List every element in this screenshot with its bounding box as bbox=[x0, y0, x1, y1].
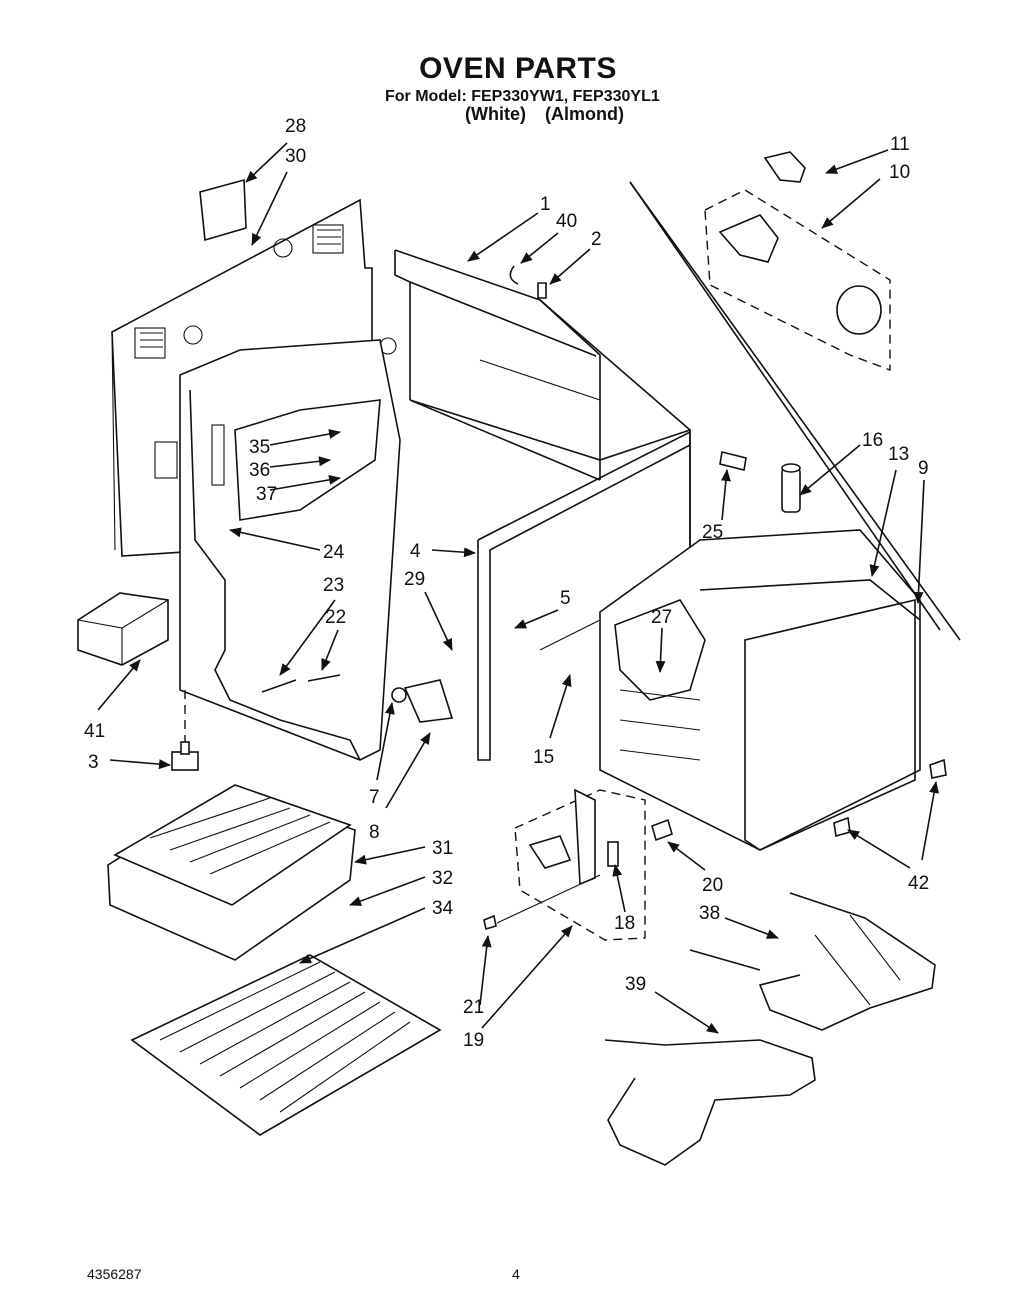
clip-42b bbox=[833, 816, 851, 838]
clip-42a bbox=[929, 758, 947, 779]
callout-36: 36 bbox=[249, 460, 270, 481]
callout-15: 15 bbox=[533, 747, 554, 768]
hinge-20 bbox=[651, 818, 673, 842]
callout-25: 25 bbox=[702, 522, 723, 543]
callout-29: 29 bbox=[404, 569, 425, 590]
callout-31: 31 bbox=[432, 838, 453, 859]
model-line: For Model: FEP330YW1, FEP330YL1 bbox=[385, 88, 660, 105]
callout-labels: 28 30 1 40 2 11 10 35 36 37 24 16 13 9 2… bbox=[84, 116, 929, 1051]
variant-almond: (Almond) bbox=[545, 104, 624, 124]
callout-9: 9 bbox=[918, 458, 929, 479]
callout-22: 22 bbox=[325, 607, 346, 628]
callout-21: 21 bbox=[463, 997, 484, 1018]
gasket-28 bbox=[199, 178, 247, 242]
callout-7: 7 bbox=[369, 787, 380, 808]
color-variants: (White) (Almond) bbox=[465, 104, 638, 125]
callout-10: 10 bbox=[889, 162, 910, 183]
callout-34: 34 bbox=[432, 898, 454, 919]
callout-24: 24 bbox=[323, 542, 345, 563]
callout-23: 23 bbox=[323, 575, 344, 596]
callout-1: 1 bbox=[540, 194, 551, 215]
callout-41: 41 bbox=[84, 721, 105, 742]
callout-arrows bbox=[97, 142, 939, 1034]
callout-20: 20 bbox=[702, 875, 723, 896]
callout-8: 8 bbox=[369, 822, 380, 843]
light-assembly bbox=[629, 151, 961, 641]
junction-box bbox=[77, 592, 169, 666]
callout-18: 18 bbox=[614, 913, 635, 934]
side-panel bbox=[179, 339, 401, 761]
callout-16: 16 bbox=[862, 430, 883, 451]
sensor-25 bbox=[719, 451, 747, 471]
oven-liner bbox=[599, 529, 921, 851]
callout-3: 3 bbox=[88, 752, 99, 773]
callout-2: 2 bbox=[591, 229, 602, 250]
callout-4: 4 bbox=[410, 541, 421, 562]
latch-bracket-8 bbox=[403, 679, 454, 723]
broiler-pan bbox=[107, 784, 356, 961]
screw-2 bbox=[537, 282, 547, 299]
leveling-leg bbox=[171, 690, 199, 771]
variant-white: (White) bbox=[465, 104, 526, 124]
callout-42: 42 bbox=[908, 873, 929, 894]
callout-11: 11 bbox=[890, 134, 910, 155]
callout-40: 40 bbox=[556, 211, 577, 232]
spring-23 bbox=[261, 679, 297, 693]
oven-rack bbox=[130, 954, 442, 1136]
page-title: OVEN PARTS bbox=[419, 52, 617, 85]
document-number: 4356287 bbox=[87, 1266, 142, 1282]
screw-7 bbox=[391, 687, 407, 703]
clip-40 bbox=[509, 265, 519, 285]
callout-27: 27 bbox=[651, 607, 672, 628]
callout-35: 35 bbox=[249, 437, 270, 458]
bake-element bbox=[689, 892, 936, 1031]
clip-21 bbox=[483, 914, 497, 931]
callout-19: 19 bbox=[463, 1030, 484, 1051]
callout-30: 30 bbox=[285, 146, 306, 167]
page-number: 4 bbox=[512, 1266, 520, 1282]
callout-38: 38 bbox=[699, 903, 720, 924]
callout-32: 32 bbox=[432, 868, 453, 889]
callout-28: 28 bbox=[285, 116, 306, 137]
callout-39: 39 bbox=[625, 974, 646, 995]
broil-element bbox=[604, 1039, 816, 1166]
callout-5: 5 bbox=[560, 588, 571, 609]
callout-37: 37 bbox=[256, 484, 277, 505]
thermostat-bulb bbox=[781, 463, 801, 513]
callout-13: 13 bbox=[888, 444, 909, 465]
link-22 bbox=[307, 674, 341, 682]
door-latch bbox=[514, 788, 646, 941]
